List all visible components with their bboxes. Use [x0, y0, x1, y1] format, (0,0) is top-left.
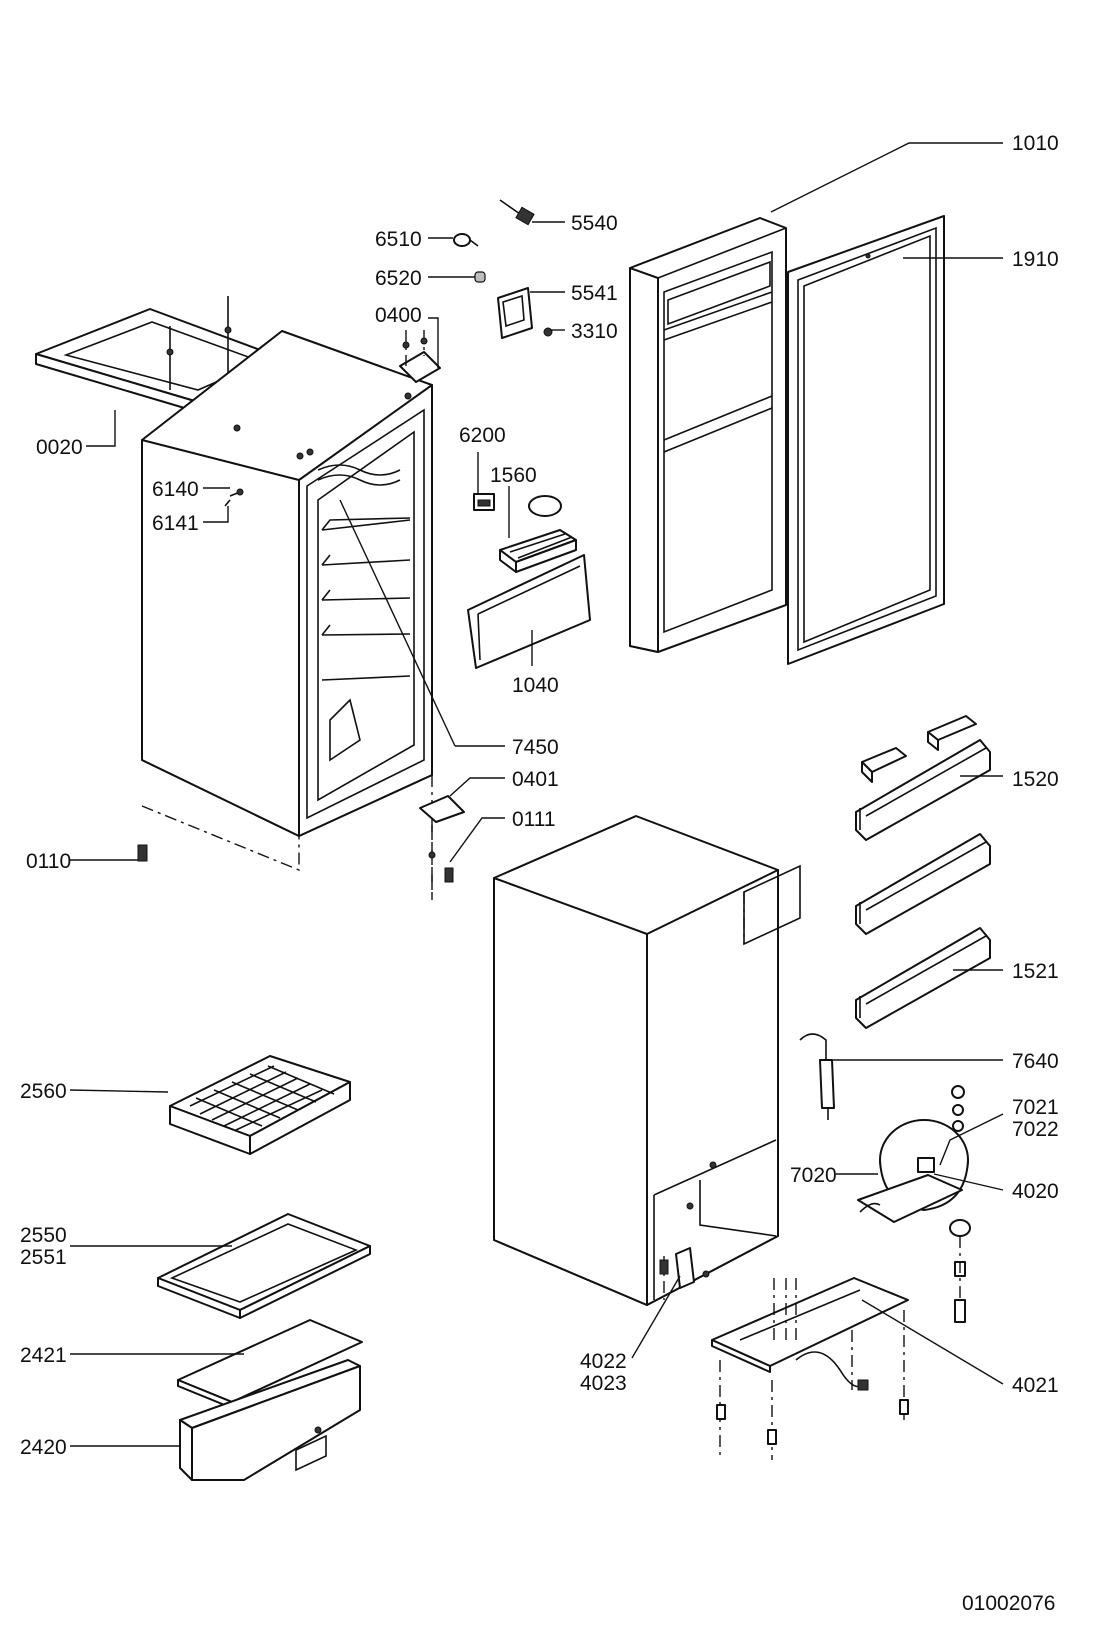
callout-6520: 6520 — [375, 267, 422, 290]
callout-2420: 2420 — [20, 1436, 67, 1459]
callout-line: 6200 — [459, 424, 506, 447]
callout-0111: 0111 — [512, 808, 556, 831]
door-shelves — [855, 715, 991, 1029]
leader-lines — [69, 142, 1004, 1447]
freezer-cabinet — [141, 330, 456, 837]
callout-line: 0020 — [36, 436, 83, 459]
callout-0020: 0020 — [36, 436, 83, 459]
callout-2421: 2421 — [20, 1344, 67, 1367]
callout-line: 0111 — [512, 808, 556, 831]
callout-1521: 1521 — [1012, 960, 1059, 983]
callout-line: 2551 — [20, 1246, 67, 1269]
callout-line: 3310 — [571, 320, 618, 343]
callout-1010: 1010 — [1012, 132, 1059, 155]
callout-7640: 7640 — [1012, 1050, 1059, 1073]
relay-4022 — [659, 1247, 710, 1300]
crisper-drawer-2420 — [179, 1359, 361, 1481]
callout-4020: 4020 — [1012, 1180, 1059, 1203]
compressor-7020 — [857, 1085, 971, 1323]
callout-line: 1560 — [490, 464, 537, 487]
callout-line: 7640 — [1012, 1050, 1059, 1073]
callout-0110: 0110 — [26, 850, 71, 873]
pins-6140-6141 — [224, 488, 244, 507]
ice-tray-2560 — [169, 1055, 351, 1155]
freezer-flap-1040 — [467, 554, 591, 669]
callout-2560: 2560 — [20, 1080, 67, 1103]
callout-line: 6141 — [152, 512, 199, 535]
callout-line: 7450 — [512, 736, 559, 759]
lower-hinge-0401 — [419, 795, 465, 900]
callout-line: 5540 — [571, 212, 618, 235]
interior-accessories — [473, 493, 577, 573]
callout-6200: 6200 — [459, 424, 506, 447]
callout-6140: 6140 — [152, 478, 199, 501]
upper-hinge-0400 — [399, 330, 441, 383]
callout-line: 6140 — [152, 478, 199, 501]
callout-1910: 1910 — [1012, 248, 1059, 271]
callout-line: 1520 — [1012, 768, 1059, 791]
callout-line: 7021 — [1012, 1096, 1059, 1119]
callout-line: 4022 — [580, 1350, 627, 1373]
callout-line: 4023 — [580, 1372, 627, 1395]
callout-3310: 3310 — [571, 320, 618, 343]
callout-line: 0401 — [512, 768, 559, 791]
rear-cabinet — [493, 815, 801, 1306]
glass-plate-2421 — [177, 1319, 363, 1409]
drier-7640 — [799, 1033, 835, 1120]
callout-line: 7020 — [790, 1164, 837, 1187]
callout-0400: 0400 — [375, 304, 422, 327]
callout-line: 0400 — [375, 304, 422, 327]
callout-line: 6520 — [375, 267, 422, 290]
glass-shelf-2550 — [157, 1213, 371, 1319]
callout-1040: 1040 — [512, 674, 559, 697]
callout-7450: 7450 — [512, 736, 559, 759]
callout-7020: 7020 — [790, 1164, 837, 1187]
door-gasket-1910 — [787, 215, 945, 665]
callout-line: 5541 — [571, 282, 618, 305]
callout-line: 0110 — [26, 850, 71, 873]
callout-6141: 6141 — [152, 512, 199, 535]
callout-line: 1521 — [1012, 960, 1059, 983]
base-plate-4021 — [711, 1277, 909, 1460]
callout-line: 1010 — [1012, 132, 1059, 155]
callout-line: 2421 — [20, 1344, 67, 1367]
callout-1520: 1520 — [1012, 768, 1059, 791]
callout-line: 2560 — [20, 1080, 67, 1103]
drawing-number: 01002076 — [962, 1592, 1055, 1615]
callout-5540: 5540 — [571, 212, 618, 235]
callout-5541: 5541 — [571, 282, 618, 305]
callout-line: 1910 — [1012, 248, 1059, 271]
callout-line: 4020 — [1012, 1180, 1059, 1203]
callout-line: 2420 — [20, 1436, 67, 1459]
callout-line: 6510 — [375, 228, 422, 251]
callout-4021: 4021 — [1012, 1374, 1059, 1397]
callout-line: 1040 — [512, 674, 559, 697]
callout-0401: 0401 — [512, 768, 559, 791]
callout-6510: 6510 — [375, 228, 422, 251]
callout-line: 7022 — [1012, 1118, 1059, 1141]
thermostat-group — [453, 199, 553, 339]
callout-line: 2550 — [20, 1224, 67, 1247]
callout-1560: 1560 — [490, 464, 537, 487]
callout-line: 4021 — [1012, 1374, 1059, 1397]
door-1010 — [629, 217, 787, 653]
callout-labels: 1010 1910 5540 6510 6520 5541 0400 3310 … — [20, 132, 1059, 1459]
